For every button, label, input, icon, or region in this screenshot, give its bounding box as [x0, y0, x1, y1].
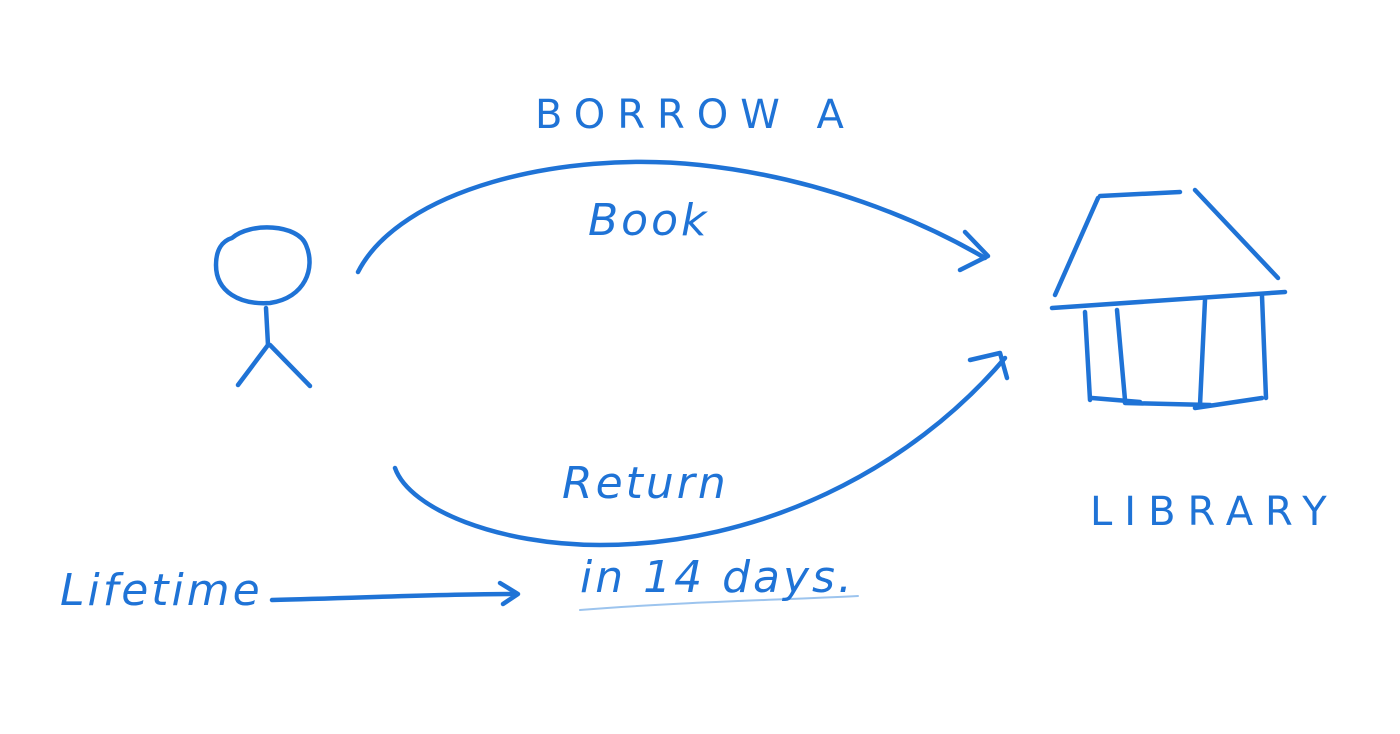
borrow-arrow — [355, 159, 991, 275]
highlight-underline — [579, 595, 859, 611]
return-label: Return — [562, 458, 729, 509]
lifetime-arrow — [269, 580, 521, 607]
return-arrow — [392, 350, 1010, 548]
lifetime-label: Lifetime — [60, 565, 263, 616]
borrow-label-line2: Book — [588, 195, 710, 246]
stick-figure-icon — [213, 225, 313, 389]
library-label: LIBRARY — [1090, 489, 1339, 535]
borrow-label-line1: BORROW A — [535, 92, 856, 138]
library-building-icon — [1049, 187, 1288, 411]
return-duration-label: in 14 days. — [580, 552, 855, 603]
